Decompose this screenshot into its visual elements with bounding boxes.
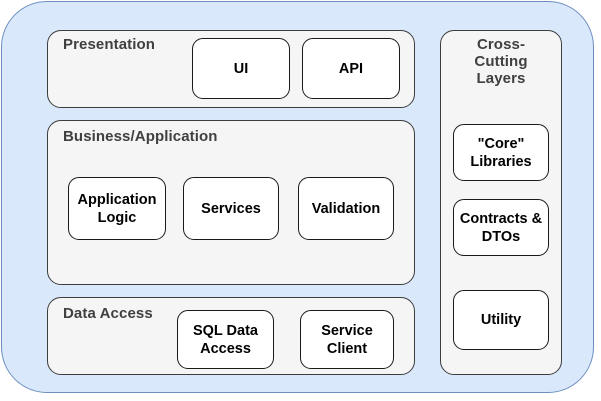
component-box-services[interactable]: Services	[183, 177, 279, 240]
component-box-core-libraries[interactable]: "Core" Libraries	[453, 124, 549, 181]
layer-title-cross-cutting: Cross- Cutting Layers	[474, 36, 528, 87]
component-box-ui[interactable]: UI	[192, 38, 290, 99]
component-box-service-client[interactable]: Service Client	[300, 310, 394, 369]
component-box-sql-data-access[interactable]: SQL Data Access	[177, 310, 274, 369]
component-box-contracts-dtos[interactable]: Contracts & DTOs	[453, 199, 549, 256]
component-box-application-logic[interactable]: Application Logic	[68, 177, 166, 240]
component-box-validation[interactable]: Validation	[298, 177, 394, 240]
layer-title-presentation: Presentation	[63, 36, 156, 53]
component-box-api[interactable]: API	[302, 38, 400, 99]
layer-title-data-access: Data Access	[63, 305, 153, 322]
layer-title-business-application: Business/Application	[63, 128, 218, 145]
component-box-utility[interactable]: Utility	[453, 290, 549, 350]
